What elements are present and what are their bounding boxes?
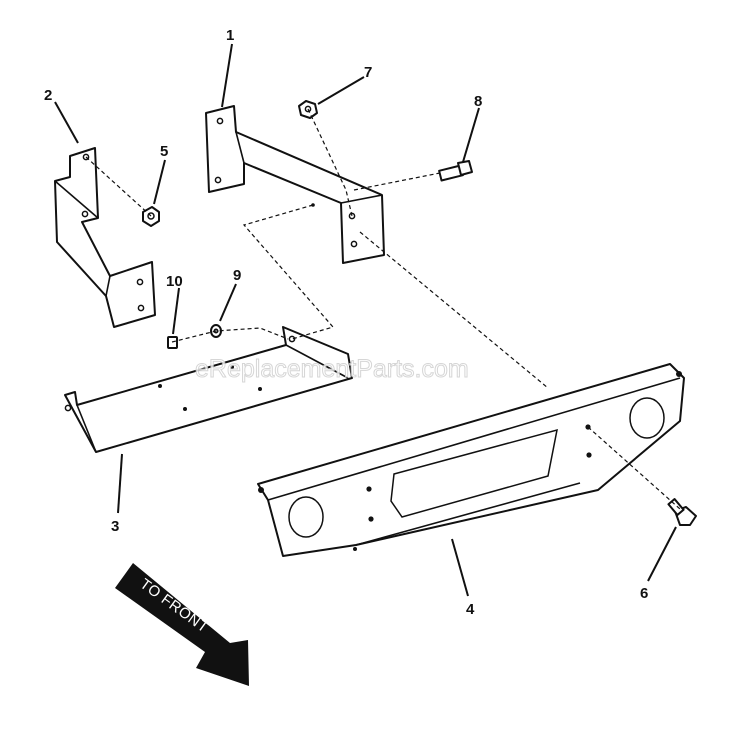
callout-9: 9 [233, 267, 241, 284]
callout-4: 4 [466, 601, 475, 618]
callout-10: 10 [166, 273, 183, 290]
callout-2: 2 [44, 87, 52, 104]
callout-1: 1 [226, 27, 234, 44]
nut-part-10 [167, 336, 178, 349]
bracket-part-3 [64, 326, 353, 453]
bracket-part-2 [54, 147, 156, 328]
callout-8: 8 [474, 93, 482, 110]
bolt-part-8 [438, 160, 473, 182]
arrow-shape [115, 563, 249, 686]
bumper-part-4 [257, 363, 685, 557]
callout-6: 6 [640, 585, 648, 602]
callout-3: 3 [111, 518, 119, 535]
callout-7: 7 [364, 64, 372, 81]
nut-part-5 [142, 206, 160, 227]
watermark: eReplacementParts.com [195, 355, 469, 383]
bolt-part-6 [667, 498, 697, 526]
leader-lines [54, 43, 677, 597]
callout-5: 5 [160, 143, 168, 160]
bracket-part-1 [205, 105, 385, 264]
to-front-arrow: TO FRONT [115, 563, 249, 686]
assembly-lines [85, 108, 681, 510]
callout-labels: 1 2 3 4 5 6 7 8 9 10 [44, 27, 648, 618]
